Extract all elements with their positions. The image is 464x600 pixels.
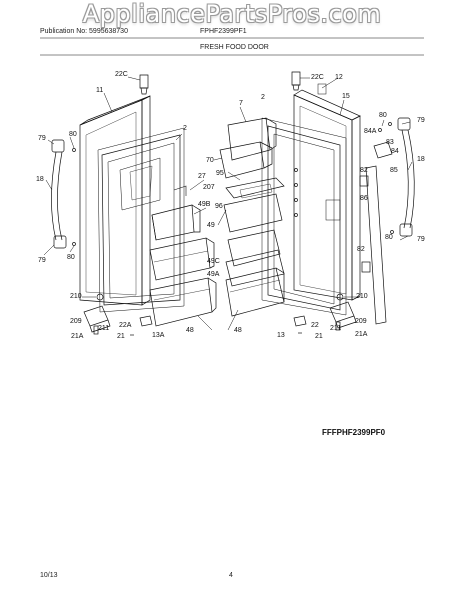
right-handle [388,117,415,237]
part-label-84: 84 [391,148,399,155]
footer-page-number: 4 [229,572,233,579]
part-label-12: 12 [335,74,343,81]
right-top-hinge-cover [291,71,301,91]
part-label-84a: 84A [364,128,377,135]
part-label-70: 70 [206,157,214,164]
part-label-82-upper: 82 [360,167,368,174]
part-label-2-left: 2 [183,125,187,132]
part-label-95: 95 [216,170,224,177]
part-label-49a: 49A [207,271,220,278]
left-door-bins [149,185,217,327]
part-label-80-lower-left: 80 [67,254,75,261]
part-label-21a-left: 21A [71,333,84,340]
part-label-18-left: 18 [36,176,44,183]
right-door-trim [359,165,387,325]
part-label-18-right: 18 [417,156,425,163]
part-label-85: 85 [390,167,398,174]
footer-date: 10/13 [40,572,58,579]
part-label-79-lower-right: 79 [417,236,425,243]
part-label-49: 49 [207,222,215,229]
part-label-48-center: 48 [234,327,242,334]
part-label-2-right: 2 [261,94,265,101]
leader-lines [43,76,413,331]
part-label-22c-left: 22C [115,71,128,78]
center-shelves [219,117,285,317]
part-label-80-upper-left: 80 [69,131,77,138]
part-label-79-lower-left: 79 [38,257,46,264]
part-label-49c: 49C [207,258,220,265]
part-label-210-left: 210 [70,293,82,300]
part-label-7: 7 [239,100,243,107]
part-label-79-upper-left: 79 [38,135,46,142]
left-door-liner [101,134,181,306]
right-door-outer-panel [293,83,361,301]
watermark: AppliancePartsPros.com [82,0,382,28]
part-label-82-lower: 82 [357,246,365,253]
right-door-gasket [261,117,347,316]
left-top-hinge-cover [139,74,149,95]
part-label-15: 15 [342,93,350,100]
part-label-86: 86 [360,195,368,202]
part-label-96: 96 [215,203,223,210]
part-label-21-right: 21 [315,333,323,340]
part-label-11: 11 [96,87,104,94]
publication-number: Publication No: 5995638730 [40,28,128,35]
part-label-211-right: 211 [330,325,342,332]
part-label-22a: 22A [119,322,132,329]
left-door-outer-panel [79,95,151,306]
part-label-209-left: 209 [70,318,82,325]
part-label-80-lower-right: 80 [385,234,393,241]
left-handle [51,139,76,249]
right-hinge-parts [373,128,393,159]
part-label-22c-right: 22C [311,74,324,81]
part-label-13: 13 [277,332,285,339]
part-label-211-left: 211 [98,325,110,332]
part-label-83: 83 [386,139,394,146]
model-number: FPHF2399PF1 [200,28,247,35]
part-label-22-right: 22 [311,322,319,329]
right-door-liner [267,125,341,311]
part-label-13a: 13A [152,332,165,339]
part-label-210-right: 210 [356,293,368,300]
part-label-209-right: 209 [355,318,367,325]
section-title: FRESH FOOD DOOR [200,44,269,51]
left-lower-hinge [83,293,153,336]
part-label-27: 27 [198,173,206,180]
right-lower-hinge [293,293,357,334]
left-door-gasket [97,127,185,313]
part-label-79-upper-right: 79 [417,117,425,124]
part-label-80-upper-right: 80 [379,112,387,119]
part-label-21-left: 21 [117,333,125,340]
diagram-code: FFFPHF2399PF0 [322,428,386,437]
part-label-48-left: 48 [186,327,194,334]
part-label-21a-right: 21A [355,331,368,338]
part-label-49b: 49B [198,201,211,208]
part-label-207: 207 [203,184,215,191]
